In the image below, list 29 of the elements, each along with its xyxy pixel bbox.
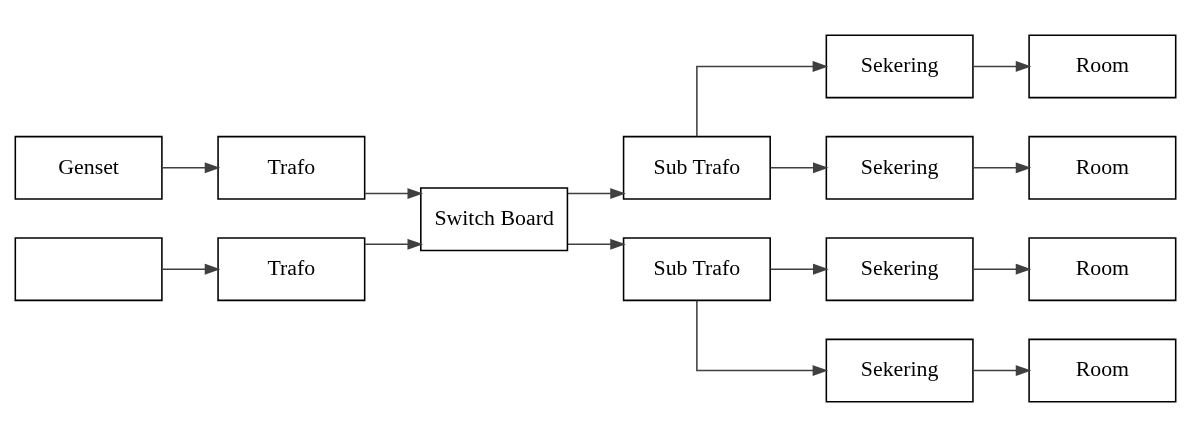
arrow xyxy=(567,188,626,199)
arrow xyxy=(696,60,829,138)
node-box: Room xyxy=(1028,34,1177,99)
arrow xyxy=(161,263,221,275)
arrow xyxy=(364,238,424,250)
arrow xyxy=(972,263,1032,275)
arrow xyxy=(972,60,1032,72)
node-box: Trafo xyxy=(217,135,366,200)
node-box: Trafo xyxy=(217,237,366,302)
arrow xyxy=(567,238,626,250)
node-box: Genset xyxy=(14,135,163,200)
node-box xyxy=(14,237,163,302)
node-box: Sub Trafo xyxy=(622,237,771,302)
node-box: Sekering xyxy=(825,34,974,99)
arrow xyxy=(769,162,829,174)
node-box: Sekering xyxy=(825,135,974,200)
arrow xyxy=(972,162,1032,174)
arrow xyxy=(769,263,829,275)
node-box: Sekering xyxy=(825,237,974,302)
node-box: Room xyxy=(1028,135,1177,200)
arrow xyxy=(161,162,221,174)
arrow xyxy=(696,299,829,377)
arrow xyxy=(364,188,424,199)
node-box: Room xyxy=(1028,237,1177,302)
node-box: Sekering xyxy=(825,338,974,403)
node-box: Sub Trafo xyxy=(622,135,771,200)
node-box: Switch Board xyxy=(420,187,569,252)
node-box: Room xyxy=(1028,338,1177,403)
arrow xyxy=(972,365,1032,377)
